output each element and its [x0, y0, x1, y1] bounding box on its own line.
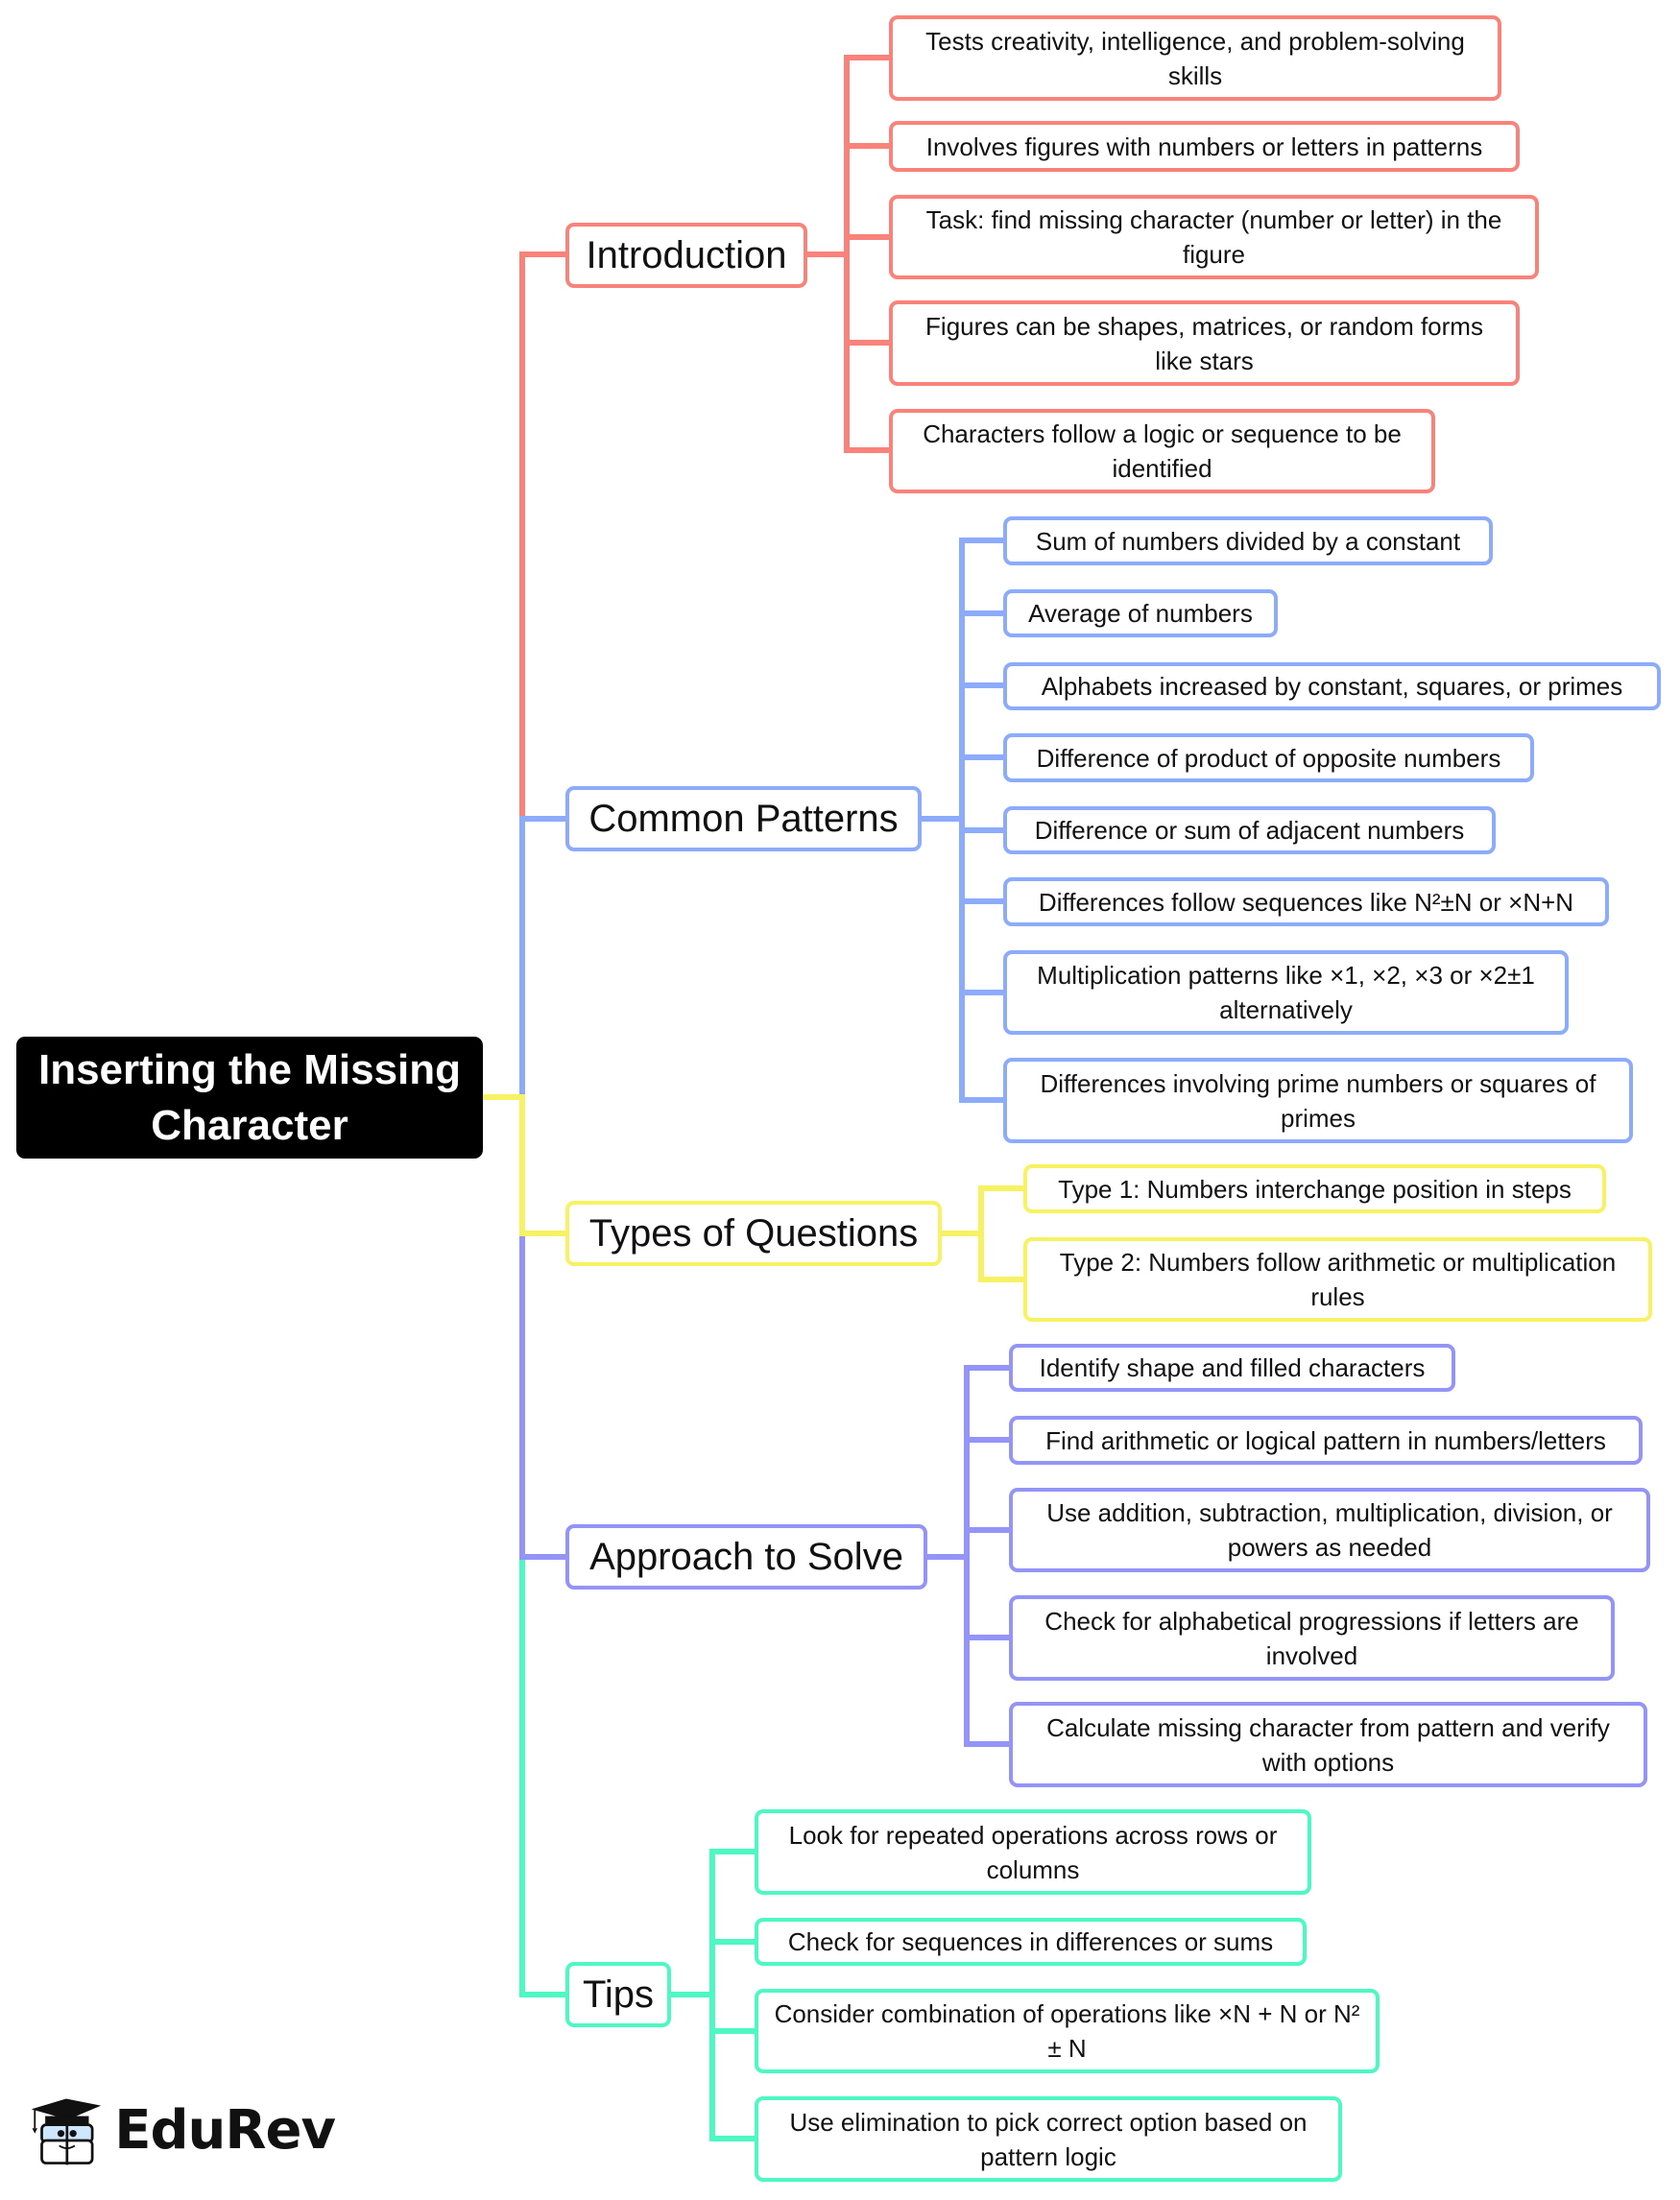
pattern-item: Differences follow sequences like N²±N o… — [1003, 877, 1609, 926]
cp-child-stub — [959, 1097, 1005, 1103]
connector-introduction — [519, 251, 567, 257]
trunk-line-tips — [519, 1557, 525, 1997]
pattern-item: Multiplication patterns like ×1, ×2, ×3 … — [1003, 950, 1569, 1035]
approach-item: Identify shape and filled characters — [1009, 1344, 1455, 1392]
intro-item: Task: find missing character (number or … — [889, 195, 1539, 279]
types-child-stub — [978, 1185, 1025, 1191]
intro-child-stub — [844, 143, 890, 149]
branch-types-of-questions: Types of Questions — [565, 1201, 942, 1266]
connector-approach — [519, 1554, 567, 1560]
type-item: Type 2: Numbers follow arithmetic or mul… — [1023, 1237, 1652, 1322]
branch-tips: Tips — [565, 1962, 671, 2027]
cp-spine — [959, 538, 965, 1103]
intro-item: Figures can be shapes, matrices, or rand… — [889, 300, 1520, 386]
intro-child-stub — [844, 447, 890, 453]
tip-item: Consider combination of operations like … — [755, 1989, 1380, 2073]
connector-tips — [519, 1992, 567, 1997]
intro-item: Involves figures with numbers or letters… — [889, 121, 1520, 172]
tips-child-stub — [709, 2028, 756, 2034]
branch-common-patterns: Common Patterns — [565, 786, 922, 851]
pattern-item: Differences involving prime numbers or s… — [1003, 1058, 1633, 1143]
approach-spine — [964, 1365, 970, 1747]
cp-child-stub — [959, 682, 1005, 688]
types-child-stub — [978, 1277, 1025, 1282]
approach-branch-stub — [926, 1554, 970, 1560]
intro-child-stub — [844, 234, 890, 240]
types-branch-stub — [941, 1231, 984, 1236]
trunk-line-introduction — [519, 251, 525, 824]
connector-common-patterns — [519, 816, 567, 822]
intro-item: Tests creativity, intelligence, and prob… — [889, 15, 1501, 101]
approach-child-stub — [964, 1437, 1011, 1443]
branch-approach-to-solve: Approach to Solve — [565, 1524, 927, 1590]
approach-item: Find arithmetic or logical pattern in nu… — [1009, 1416, 1643, 1465]
cp-child-stub — [959, 538, 1005, 543]
intro-child-stub — [844, 340, 890, 346]
pattern-item: Alphabets increased by constant, squares… — [1003, 662, 1661, 710]
pattern-item: Difference or sum of adjacent numbers — [1003, 806, 1496, 854]
tips-child-stub — [709, 1849, 756, 1854]
tip-item: Check for sequences in differences or su… — [755, 1918, 1307, 1966]
cp-child-stub — [959, 990, 1005, 995]
cp-child-stub — [959, 827, 1005, 833]
tips-branch-stub — [670, 1992, 715, 1997]
approach-item: Use addition, subtraction, multiplicatio… — [1009, 1488, 1650, 1572]
type-item: Type 1: Numbers interchange position in … — [1023, 1164, 1606, 1213]
approach-child-stub — [964, 1365, 1011, 1371]
cp-child-stub — [959, 610, 1005, 616]
root-node: Inserting the Missing Character — [16, 1037, 483, 1159]
pattern-item: Difference of product of opposite number… — [1003, 733, 1534, 782]
root-connector — [483, 1094, 525, 1100]
tips-child-stub — [709, 2136, 756, 2141]
approach-child-stub — [964, 1741, 1011, 1747]
tips-spine — [709, 1849, 715, 2141]
trunk-line-common-patterns — [519, 818, 525, 1097]
cp-child-stub — [959, 754, 1005, 760]
approach-child-stub — [964, 1635, 1011, 1640]
logo-text: EduRev — [114, 2099, 336, 2162]
tip-item: Use elimination to pick correct option b… — [755, 2096, 1342, 2182]
types-spine — [978, 1185, 984, 1282]
intro-item: Characters follow a logic or sequence to… — [889, 409, 1435, 493]
approach-item: Calculate missing character from pattern… — [1009, 1702, 1647, 1787]
connector-types — [519, 1231, 567, 1236]
intro-spine — [844, 55, 850, 453]
trunk-line-approach — [519, 1233, 525, 1560]
approach-child-stub — [964, 1527, 1011, 1533]
trunk-line-types — [519, 1097, 525, 1236]
intro-child-stub — [844, 55, 890, 60]
cp-branch-stub — [921, 816, 965, 822]
branch-introduction: Introduction — [565, 223, 807, 288]
edurev-logo: EduRev — [28, 2085, 336, 2176]
graduation-cap-mascot-icon — [31, 2097, 102, 2164]
tip-item: Look for repeated operations across rows… — [755, 1809, 1311, 1895]
intro-branch-stub — [806, 251, 850, 257]
pattern-item: Sum of numbers divided by a constant — [1003, 516, 1493, 565]
tips-child-stub — [709, 1939, 756, 1945]
approach-item: Check for alphabetical progressions if l… — [1009, 1595, 1615, 1681]
pattern-item: Average of numbers — [1003, 589, 1278, 637]
cp-child-stub — [959, 898, 1005, 904]
